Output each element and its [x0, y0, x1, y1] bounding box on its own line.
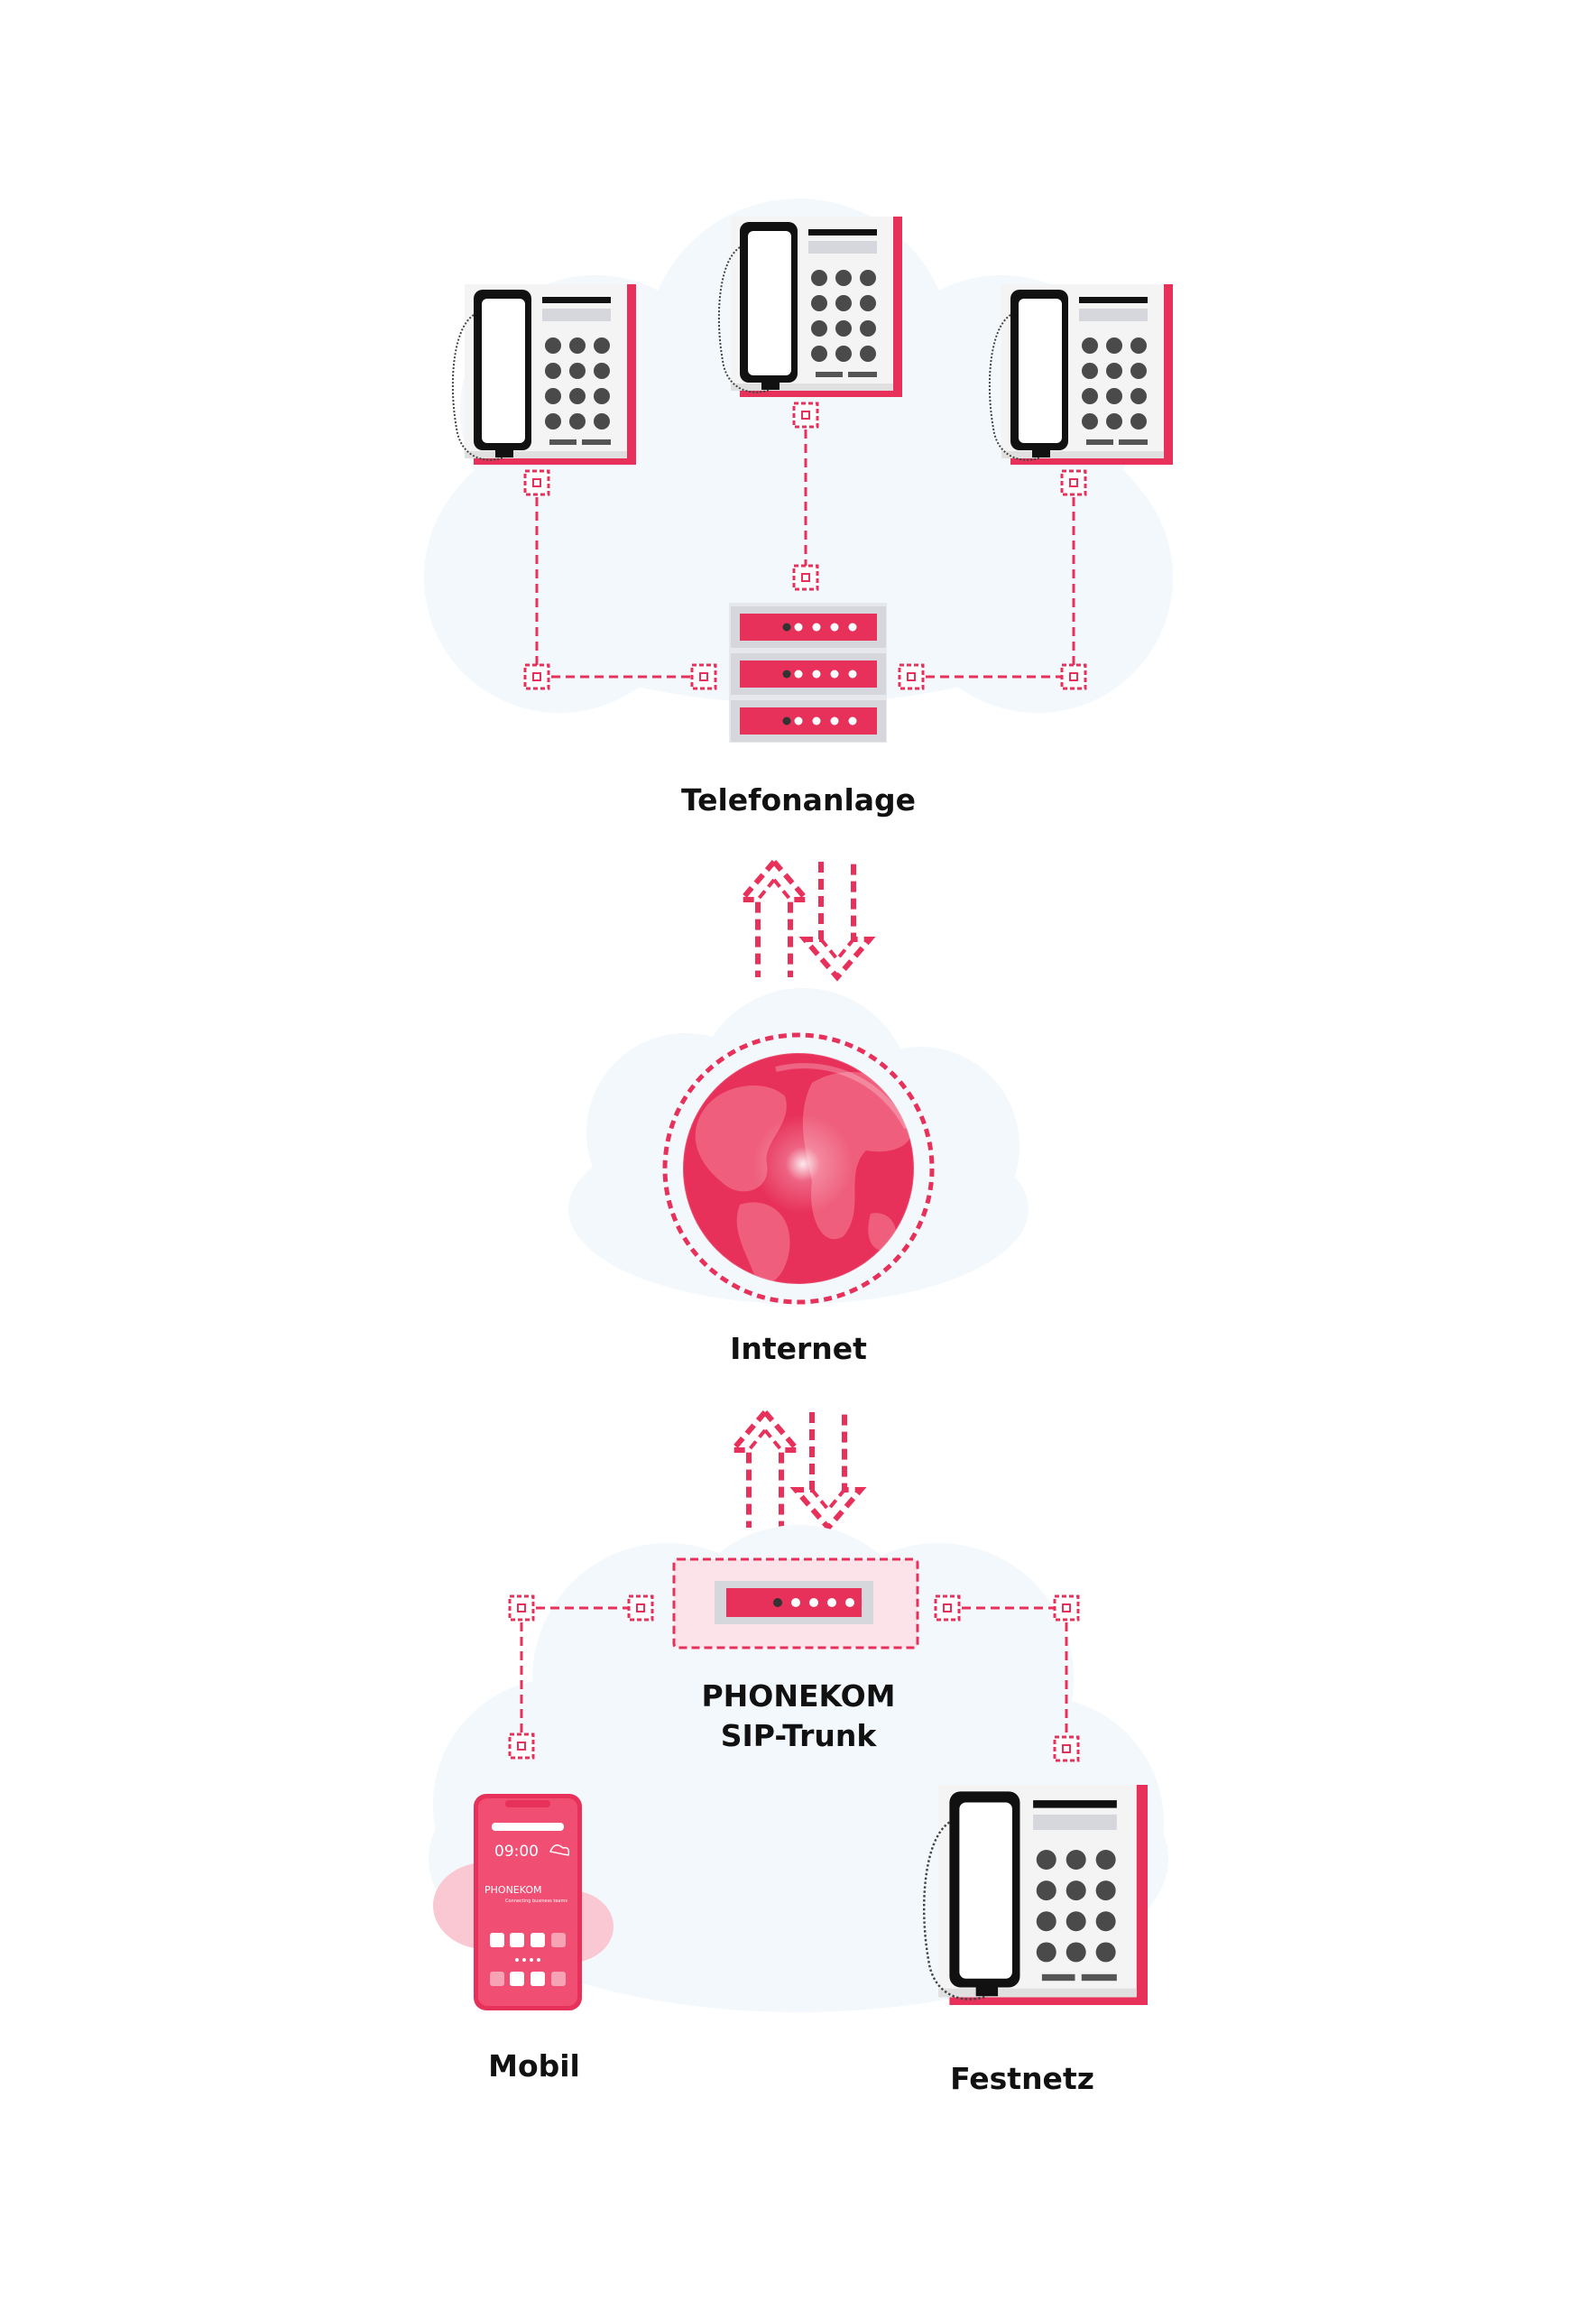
- sip-trunk-label-line2: SIP-Trunk: [720, 1718, 877, 1753]
- pbx-connection-lines: [535, 415, 1075, 679]
- landline-phone-icon: [922, 1783, 1149, 2007]
- sip-trunk-device-icon: [672, 1557, 919, 1649]
- phone-screen-tagline: Connecting business teams: [505, 1899, 567, 1904]
- sip-connection-lines: [520, 1606, 1068, 1749]
- bidirectional-arrow-top-icon: [742, 862, 870, 977]
- phone-screen-time: 09:00: [494, 1843, 539, 1861]
- landline-label: Festnetz: [950, 2061, 1094, 2096]
- pbx-server-icon: [729, 603, 887, 743]
- desk-phone-right-icon: [988, 283, 1174, 466]
- desk-phone-left-icon: [451, 283, 637, 466]
- bidirectional-arrow-bottom-icon: [733, 1412, 861, 1528]
- sip-trunk-label-line1: PHONEKOM: [701, 1678, 896, 1714]
- phone-screen-brand: PHONEKOM: [484, 1884, 542, 1896]
- pbx-label: Telefonanlage: [680, 782, 917, 818]
- sip-trunk-label: PHONEKOM SIP-Trunk: [618, 1677, 979, 1756]
- globe-icon: [662, 1032, 935, 1305]
- mobile-label: Mobil: [488, 2048, 580, 2084]
- internet-label: Internet: [730, 1331, 867, 1366]
- desk-phone-center-icon: [717, 216, 903, 398]
- smartphone-icon: 09:00 PHONEKOM Connecting business teams: [433, 1794, 613, 2010]
